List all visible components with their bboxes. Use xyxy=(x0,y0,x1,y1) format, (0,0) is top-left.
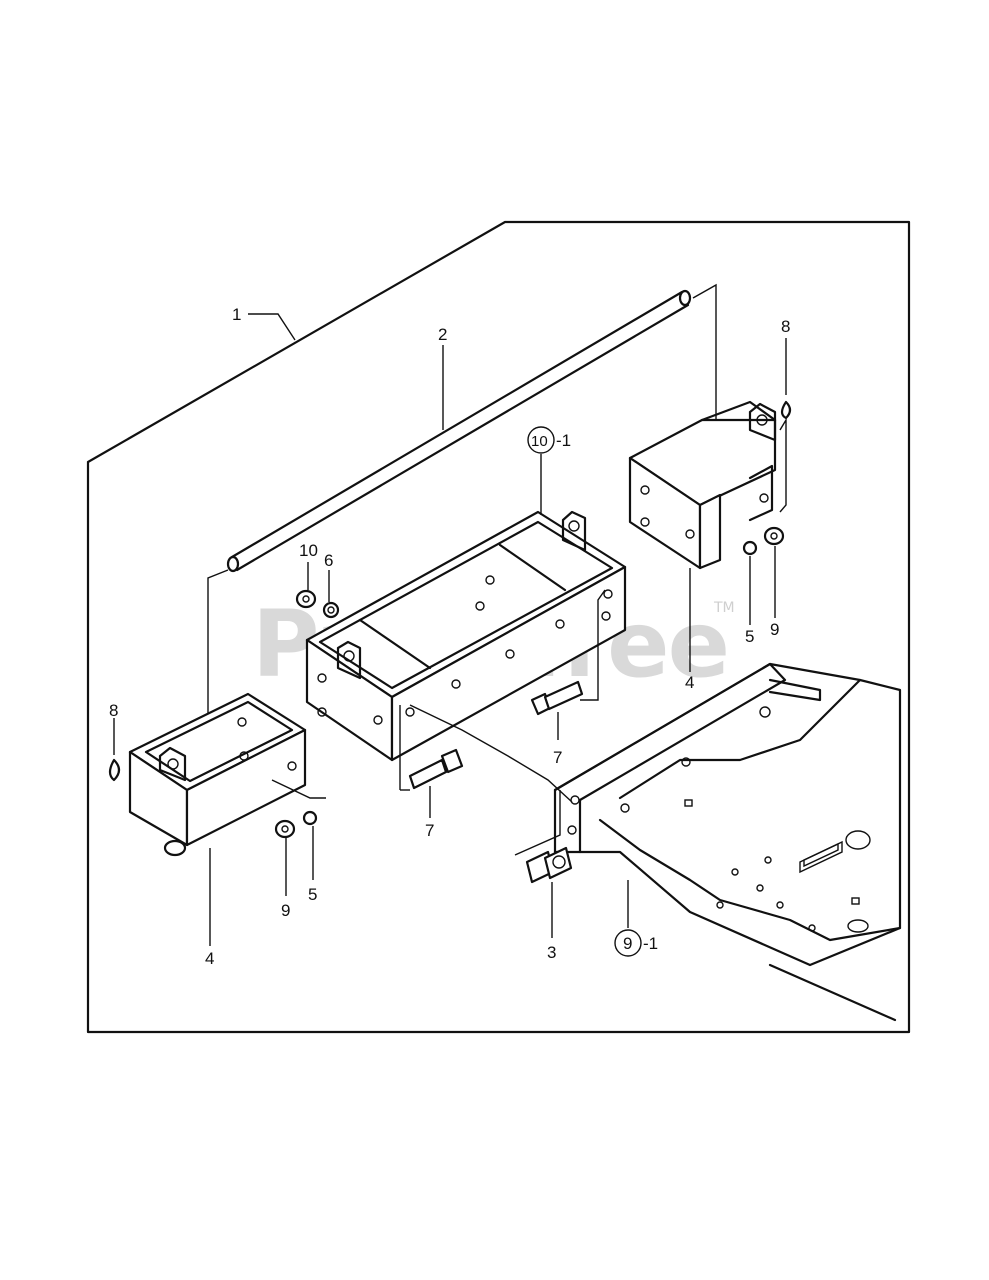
callout-8-left: 8 xyxy=(109,701,118,720)
callout-9-right: 9 xyxy=(770,620,779,639)
callout-9-left: 9 xyxy=(281,901,290,920)
callout-9-1-suffix: -1 xyxy=(643,934,658,953)
part-hardware xyxy=(108,400,792,884)
callout-5-left: 5 xyxy=(308,885,317,904)
callout-10: 10 xyxy=(299,541,318,560)
callout-4-right: 4 xyxy=(685,673,694,692)
callout-10-1-circle xyxy=(527,426,555,454)
watermark-trademark: TM xyxy=(713,600,735,616)
callout-7-upper: 7 xyxy=(553,748,562,767)
leader-lines xyxy=(113,313,787,946)
callouts: 1 2 10 -1 8 10 6 5 9 4 8 7 7 4 9 5 3 9 -… xyxy=(109,305,790,968)
callout-9-1-circle xyxy=(614,929,642,957)
callout-5-right: 5 xyxy=(745,627,754,646)
callout-4-left: 4 xyxy=(205,949,214,968)
callout-1: 1 xyxy=(232,305,241,324)
part-bracket-right xyxy=(628,400,787,570)
part-chassis-plate xyxy=(553,662,902,1022)
callout-8-right: 8 xyxy=(781,317,790,336)
callout-7-lower: 7 xyxy=(425,821,434,840)
callout-10-1-number: 10 xyxy=(531,433,548,450)
callout-9-1-number: 9 xyxy=(623,934,632,953)
assembly-frame xyxy=(86,220,911,1034)
part-center-frame xyxy=(305,510,627,791)
callout-3: 3 xyxy=(547,943,556,962)
callout-6: 6 xyxy=(324,551,333,570)
part-bracket-left xyxy=(128,692,326,857)
part-shaft xyxy=(207,283,717,745)
callout-10-1-suffix: -1 xyxy=(556,431,571,450)
callout-2: 2 xyxy=(438,325,447,344)
